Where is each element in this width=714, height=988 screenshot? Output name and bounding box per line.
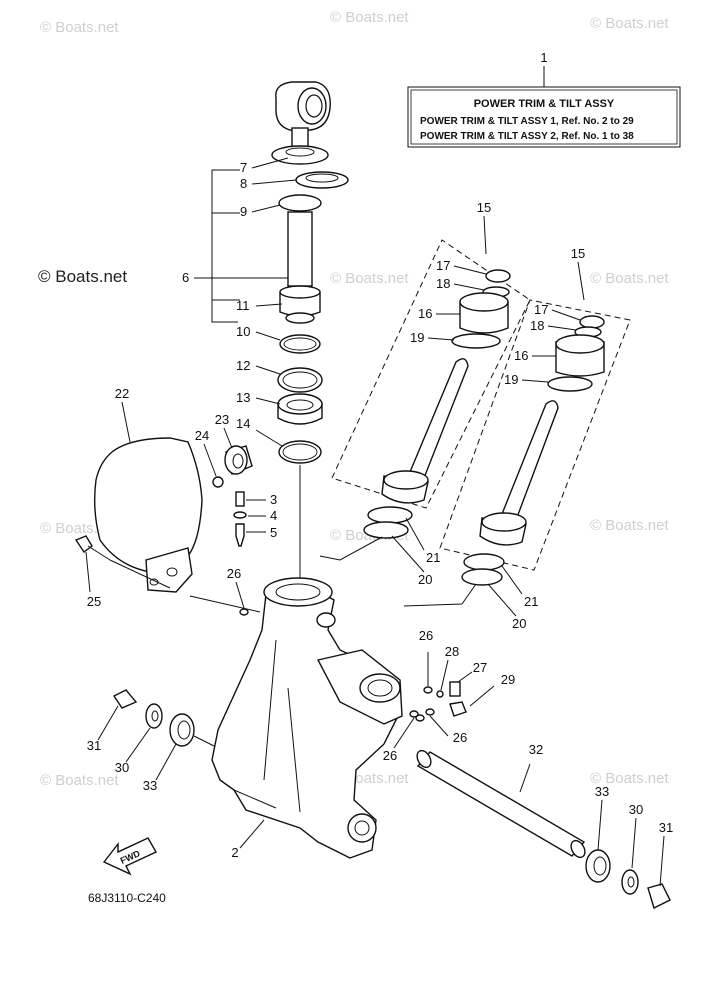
box-line-2: POWER TRIM & TILT ASSY 2, Ref. No. 1 to … [420, 131, 634, 142]
watermark: © Boats.net [590, 770, 669, 787]
callout-1: 1 [540, 50, 547, 65]
callout-7: 7 [240, 160, 247, 175]
callout-30b: 30 [629, 802, 643, 817]
callout-3: 3 [270, 492, 277, 507]
callout-31a: 31 [87, 738, 101, 753]
callout-18a: 18 [436, 276, 450, 291]
callout-9: 9 [240, 204, 247, 219]
callout-21b: 21 [524, 594, 538, 609]
callout-21a: 21 [426, 550, 440, 565]
callout-25: 25 [87, 594, 101, 609]
fwd-arrow-icon: FWD [102, 837, 157, 876]
callout-5: 5 [270, 525, 277, 540]
callout-16b: 16 [514, 348, 528, 363]
trim-cylinder-group-1 [331, 239, 531, 509]
small-parts-right [239, 608, 495, 722]
trim-cylinder-group-2 [439, 299, 631, 571]
watermark: © Boats.net [40, 19, 119, 36]
callout-26a: 26 [227, 566, 241, 581]
left-hardware [112, 689, 215, 747]
small-parts-left [74, 445, 261, 613]
callout-24: 24 [195, 428, 209, 443]
callout-31b: 31 [659, 820, 673, 835]
box-line-1: POWER TRIM & TILT ASSY 1, Ref. No. 2 to … [420, 116, 634, 127]
callout-20b: 20 [512, 616, 526, 631]
callout-6: 6 [182, 270, 189, 285]
assembly-info-box: POWER TRIM & TILT ASSY POWER TRIM & TILT… [407, 66, 681, 148]
watermark: © Boats.net [590, 517, 669, 534]
callout-20a: 20 [418, 572, 432, 587]
callout-13: 13 [236, 390, 250, 405]
callout-15a: 15 [477, 200, 491, 215]
callout-17b: 17 [534, 302, 548, 317]
tilt-rod-assembly [211, 81, 349, 324]
callout-29: 29 [501, 672, 515, 687]
watermark-dark: © Boats.net [38, 267, 127, 286]
callout-26d: 26 [453, 730, 467, 745]
callout-12: 12 [236, 358, 250, 373]
callouts: 1 2 3 4 5 6 7 8 9 10 11 12 13 14 15 15 1… [87, 50, 673, 887]
callout-2: 2 [231, 845, 238, 860]
callout-26c: 26 [383, 748, 397, 763]
watermark: © Boats.net [330, 9, 409, 26]
seal-rings [277, 334, 323, 580]
callout-11: 11 [236, 298, 250, 313]
box-title: POWER TRIM & TILT ASSY [474, 98, 615, 110]
cover [93, 437, 203, 593]
callout-15b: 15 [571, 246, 585, 261]
callout-33a: 33 [143, 778, 157, 793]
callout-19a: 19 [410, 330, 424, 345]
main-bracket [211, 577, 403, 859]
callout-4: 4 [270, 508, 277, 523]
callout-23: 23 [215, 412, 229, 427]
callout-17a: 17 [436, 258, 450, 273]
callout-22: 22 [115, 386, 129, 401]
callout-10: 10 [236, 324, 250, 339]
callout-33b: 33 [595, 784, 609, 799]
callout-30a: 30 [115, 760, 129, 775]
diagram-code: 68J3110-C240 [88, 891, 166, 905]
callout-32: 32 [529, 742, 543, 757]
callout-16a: 16 [418, 306, 432, 321]
callout-26b: 26 [419, 628, 433, 643]
callout-19b: 19 [504, 372, 518, 387]
watermark: © Boats.net [40, 772, 119, 789]
watermark: © Boats.net [590, 270, 669, 287]
callout-14: 14 [236, 416, 250, 431]
right-hardware [585, 849, 671, 909]
tilt-tube [416, 749, 586, 859]
callout-18b: 18 [530, 318, 544, 333]
callout-28: 28 [445, 644, 459, 659]
callout-27: 27 [473, 660, 487, 675]
trim-rings [319, 506, 505, 607]
watermark: © Boats.net [330, 270, 409, 287]
callout-8: 8 [240, 176, 247, 191]
watermark: © Boats.net [590, 15, 669, 32]
